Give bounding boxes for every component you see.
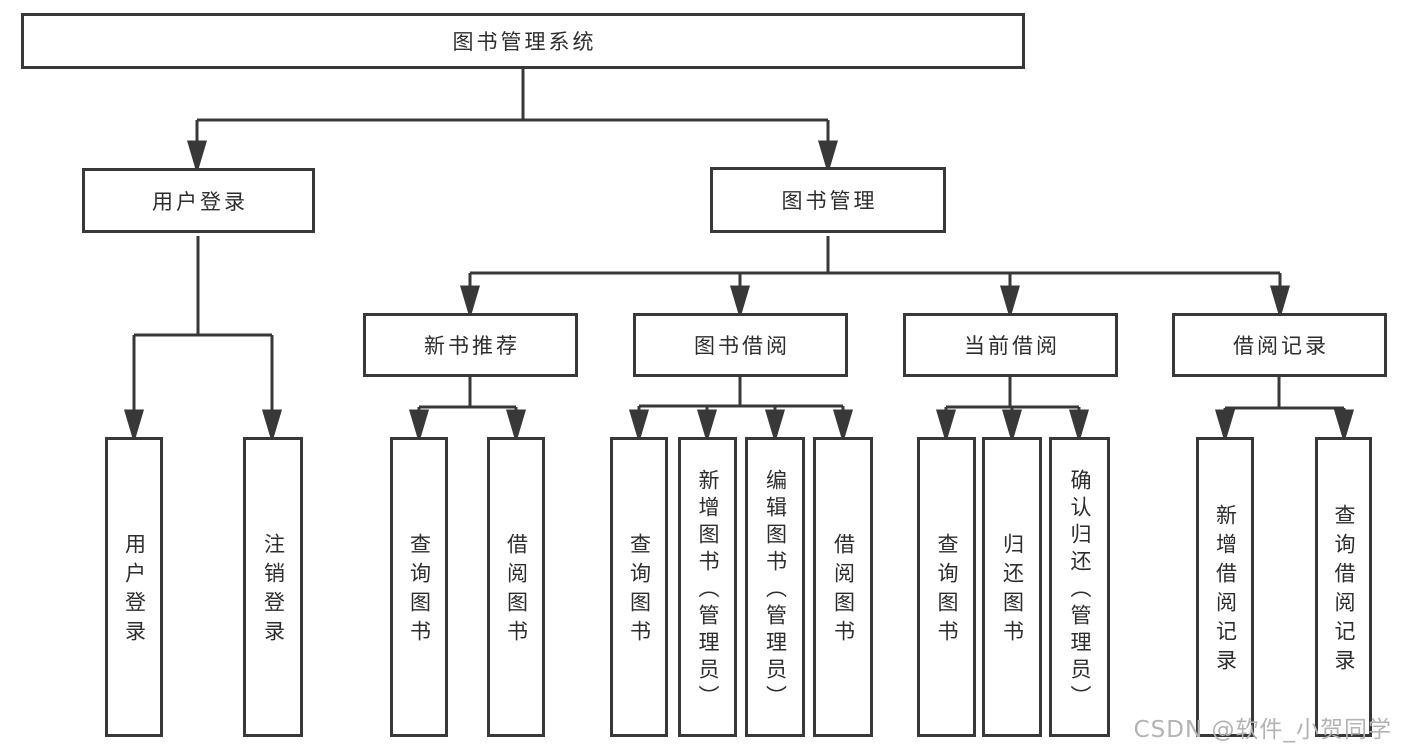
leaf-records-add-record-label: 新增借阅记录	[1213, 504, 1238, 678]
arrowhead-icon	[1269, 285, 1291, 320]
leaf-borrow-query-books: 查询图书	[610, 437, 668, 737]
arrowhead-icon	[628, 409, 650, 444]
arrowhead-icon	[764, 409, 786, 444]
node-borrow-records: 借阅记录	[1172, 313, 1387, 377]
leaf-recommend-query-books-label: 查询图书	[407, 533, 432, 649]
node-root: 图书管理系统	[21, 13, 1025, 69]
node-borrow-records-label: 借阅记录	[1233, 334, 1329, 358]
leaf-current-query-books-label: 查询图书	[935, 533, 959, 649]
node-book-borrow: 图书借阅	[633, 313, 848, 377]
node-book-management: 图书管理	[710, 167, 946, 233]
leaf-borrow-edit-books-admin-label: 编辑图书（管理员）	[763, 468, 788, 712]
arrowhead-icon	[935, 409, 957, 444]
leaf-borrow-add-books-admin: 新增图书（管理员）	[678, 437, 737, 737]
node-root-label: 图书管理系统	[452, 30, 597, 54]
leaf-current-return-books-label: 归还图书	[1000, 533, 1025, 649]
leaf-current-query-books: 查询图书	[917, 437, 976, 737]
leaf-recommend-borrow-books: 借阅图书	[487, 437, 545, 737]
connector-records-to-leaves	[1214, 376, 1355, 444]
arrowhead-icon	[186, 140, 208, 175]
node-current-borrow-label: 当前借阅	[964, 334, 1060, 358]
leaf-user-login-label: 用户登录	[122, 533, 147, 649]
node-book-management-label: 图书管理	[781, 189, 878, 213]
leaf-borrow-add-books-admin-label: 新增图书（管理员）	[696, 468, 720, 712]
arrowhead-icon	[505, 409, 527, 444]
arrowhead-icon	[123, 409, 145, 444]
leaf-logout-label: 注销登录	[261, 533, 286, 649]
leaf-records-query-record-label: 查询借阅记录	[1332, 504, 1356, 678]
leaf-current-return-books: 归还图书	[982, 437, 1042, 737]
node-new-book-recommend: 新书推荐	[363, 313, 578, 377]
node-current-borrow: 当前借阅	[903, 313, 1118, 377]
node-user-login-label: 用户登录	[152, 189, 248, 214]
leaf-borrow-borrow-books: 借阅图书	[813, 437, 873, 737]
arrowhead-icon	[729, 285, 751, 320]
arrowhead-icon	[1001, 409, 1023, 444]
connector-user-login-to-leaves	[123, 236, 283, 444]
arrowhead-icon	[1333, 409, 1355, 444]
leaf-borrow-query-books-label: 查询图书	[627, 533, 652, 649]
arrowhead-icon	[999, 285, 1021, 320]
arrowhead-icon	[696, 409, 718, 444]
connector-recommend-to-leaves	[408, 377, 527, 444]
connector-book-mgmt-to-level3	[459, 236, 1291, 320]
arrowhead-icon	[1214, 409, 1236, 444]
leaf-borrow-edit-books-admin: 编辑图书（管理员）	[745, 437, 805, 737]
leaf-current-confirm-return-admin-label: 确认归还（管理员）	[1068, 468, 1092, 712]
node-user-login: 用户登录	[82, 168, 315, 233]
leaf-user-login: 用户登录	[105, 437, 163, 737]
arrowhead-icon	[459, 285, 481, 320]
connector-current-to-leaves	[935, 377, 1090, 444]
leaf-records-query-record: 查询借阅记录	[1315, 437, 1372, 737]
leaf-records-add-record: 新增借阅记录	[1196, 437, 1254, 737]
arrowhead-icon	[261, 409, 283, 444]
leaf-borrow-borrow-books-label: 借阅图书	[831, 533, 856, 649]
leaf-logout: 注销登录	[243, 437, 303, 737]
leaf-current-confirm-return-admin: 确认归还（管理员）	[1049, 437, 1110, 737]
arrowhead-icon	[817, 140, 839, 175]
arrowhead-icon	[1068, 409, 1090, 444]
node-book-borrow-label: 图书借阅	[694, 334, 790, 358]
node-new-book-recommend-label: 新书推荐	[424, 334, 520, 358]
arrowhead-icon	[832, 409, 854, 444]
connector-root-to-level2	[186, 69, 839, 175]
watermark: CSDN @软件_小贺同学	[1133, 717, 1392, 743]
leaf-recommend-query-books: 查询图书	[390, 437, 448, 737]
arrowhead-icon	[408, 409, 430, 444]
leaf-recommend-borrow-books-label: 借阅图书	[504, 533, 529, 649]
connector-borrow-to-leaves	[628, 377, 854, 444]
